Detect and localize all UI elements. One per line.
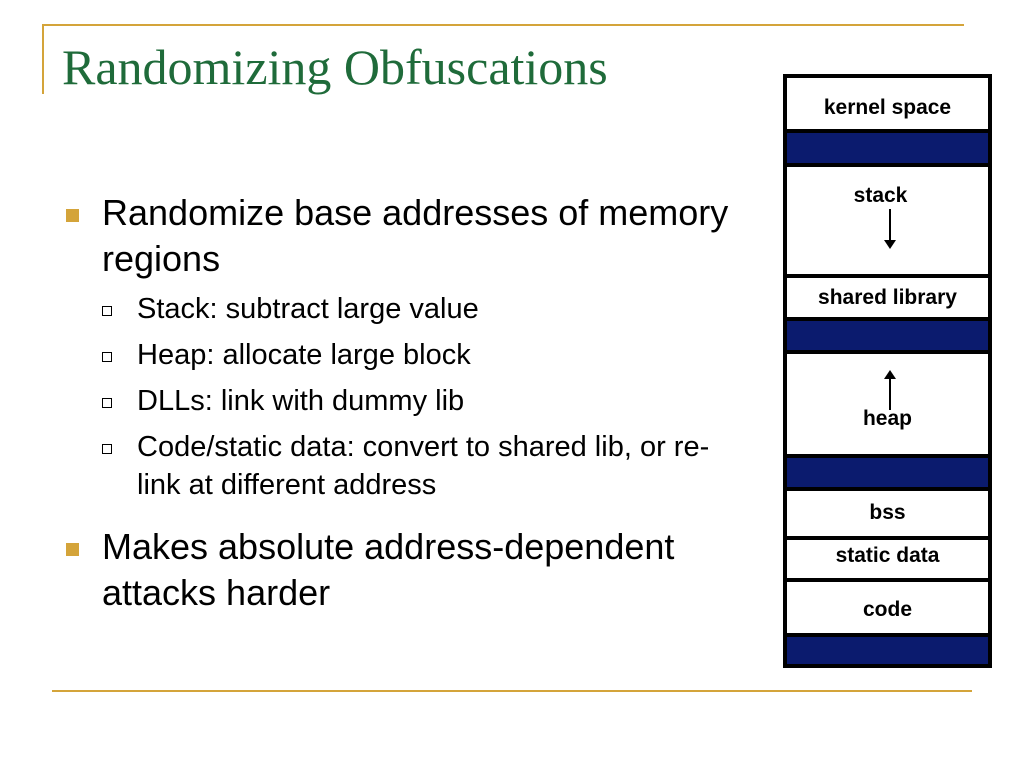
segment-stack: stack [787,167,988,274]
segment-gap [787,637,988,664]
segment-shared-library: shared library [787,278,988,317]
slide-title: Randomizing Obfuscations [62,39,608,95]
segment-label: heap [862,407,912,430]
sub-bullet-text: Stack: subtract large value [137,293,479,325]
sub-bullet-dlls: DLLs: link with dummy lib [62,382,742,420]
bullet-text: Randomize base addresses of memory regio… [102,192,729,279]
hollow-square-bullet-icon [102,352,112,362]
segment-label: stack [853,184,908,207]
sub-bullet-stack: Stack: subtract large value [62,290,742,328]
sub-bullet-code: Code/static data: convert to shared lib,… [62,428,742,504]
hollow-square-bullet-icon [102,444,112,454]
arrow-down-icon [884,240,896,249]
segment-gap [787,458,988,487]
top-rule [42,24,964,26]
sub-bullet-text: Heap: allocate large block [137,339,471,371]
hollow-square-bullet-icon [102,306,112,316]
segment-kernel-space: kernel space [787,78,988,129]
segment-label: bss [869,501,906,524]
square-bullet-icon [66,209,79,222]
segment-label: kernel space [823,96,952,119]
bullet-list: Randomize base addresses of memory regio… [62,190,742,616]
segment-label: shared library [818,286,957,309]
stack-grow-arrow-line [889,209,891,241]
left-rule [42,24,44,94]
sub-bullet-text: Code/static data: convert to shared lib,… [137,431,710,501]
segment-label: static data [835,544,940,567]
segment-gap [787,133,988,163]
segment-code: code [787,582,988,633]
segment-bss: bss [787,491,988,536]
bullet-randomize: Randomize base addresses of memory regio… [62,190,742,282]
bullet-attacks: Makes absolute address-dependent attacks… [62,524,742,616]
arrow-up-icon [884,370,896,379]
bullet-text: Makes absolute address-dependent attacks… [102,526,675,613]
square-bullet-icon [66,543,79,556]
bottom-rule [52,690,972,692]
memory-layout-diagram: kernel space stack shared library heap b… [783,74,992,668]
sub-bullet-heap: Heap: allocate large block [62,336,742,374]
segment-label: code [862,598,912,621]
segment-gap [787,321,988,350]
segment-heap: heap [787,354,988,454]
hollow-square-bullet-icon [102,398,112,408]
heap-grow-arrow-line [889,378,891,410]
sub-bullet-text: DLLs: link with dummy lib [137,385,465,417]
segment-static-data: static data [787,540,988,578]
